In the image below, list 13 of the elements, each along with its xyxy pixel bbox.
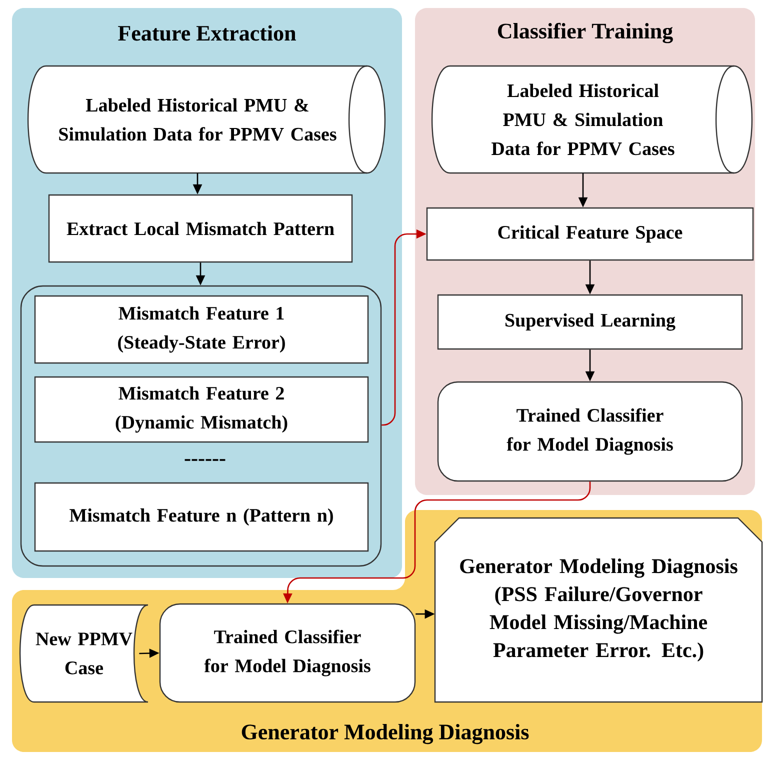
classifier-box: Trained Classifier for Model Diagnosis [437,381,743,482]
feature-group-box [20,285,382,567]
data-cylinder: Labeled Historical PMU & Simulation Data for PPMV Cases [27,65,386,174]
process-box: Supervised Learning [437,294,743,350]
process-box: Extract Local Mismatch Pattern [48,194,353,263]
ellipsis-dashes: ------ [184,459,226,461]
classifier-box: Trained Classifier for Model Diagnosis [159,603,416,703]
feature-box: Mismatch Feature 1 (Steady-State Error) [34,295,369,364]
diagnosis-result-box: Generator Modeling Diagnosis (PSS Failure/Governor Model Missing/Machine Parameter Error. Etc.) [434,517,763,703]
data-cylinder: Labeled Historical PMU & Simulation Data for PPMV Cases [431,65,753,174]
process-box: Critical Feature Space [426,207,754,261]
feature-box: Mismatch Feature 2 (Dynamic Mismatch) [34,376,369,443]
feature-box: Mismatch Feature n (Pattern n) [34,482,369,552]
